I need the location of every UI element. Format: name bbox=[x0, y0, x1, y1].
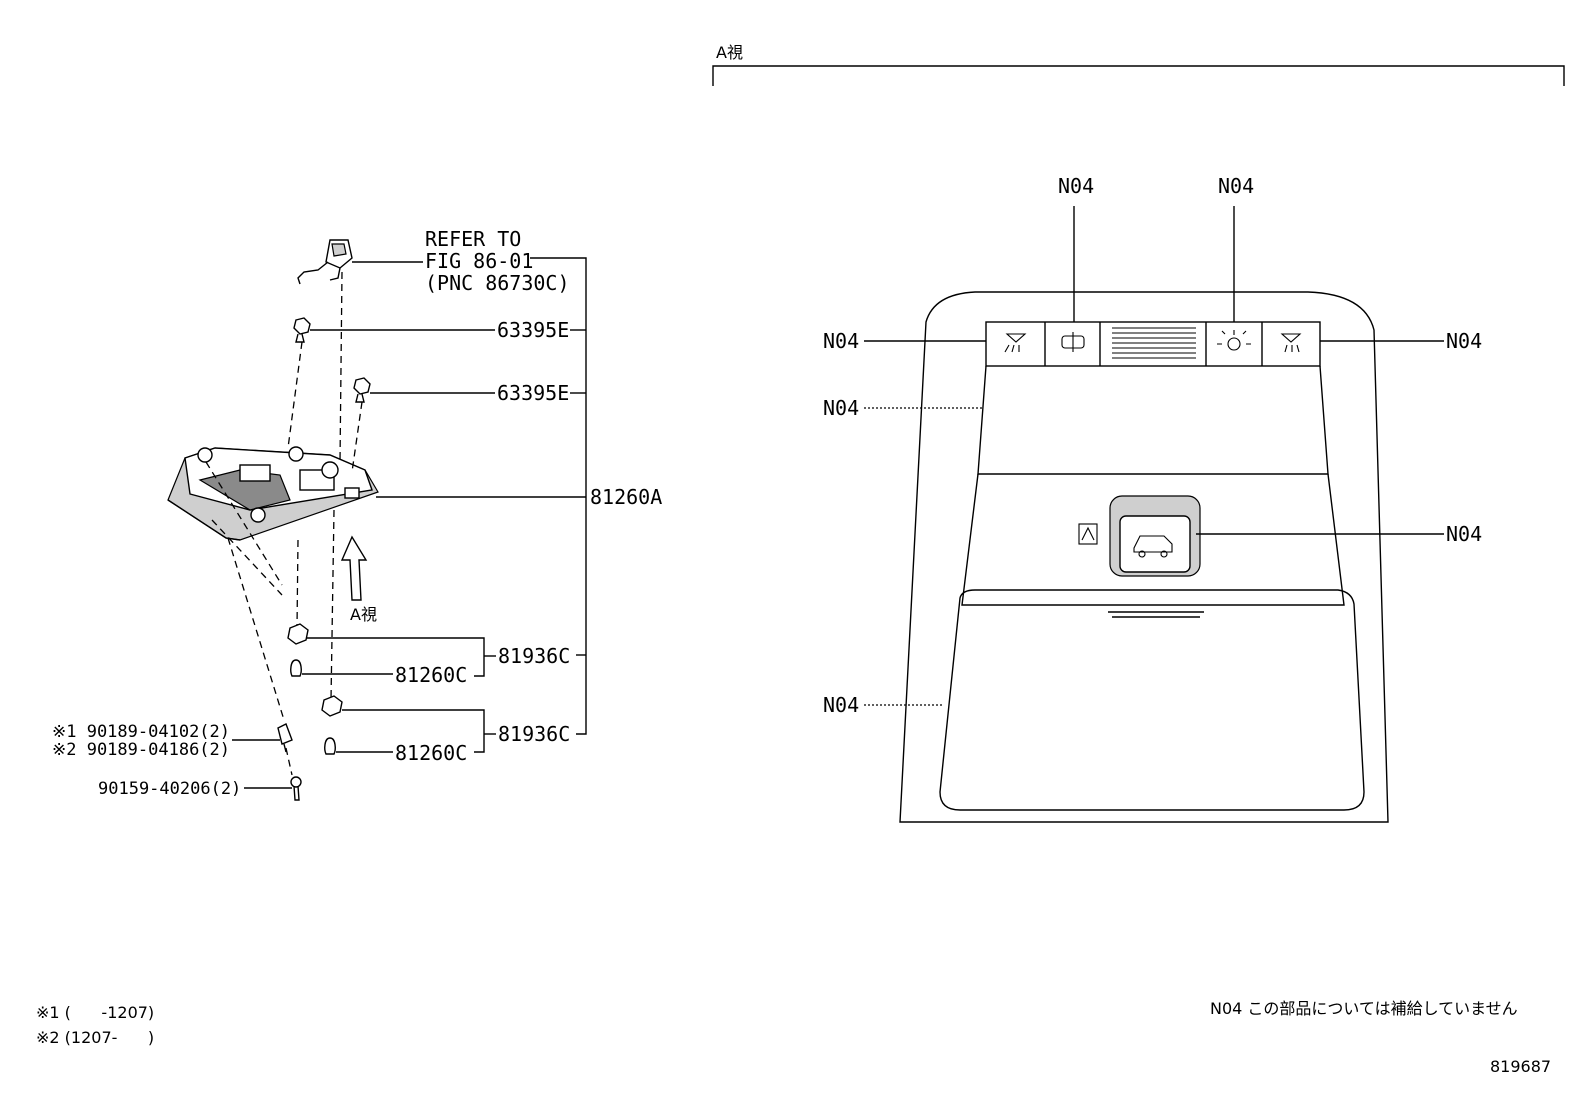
n04-label-6: N04 bbox=[1446, 522, 1482, 546]
exploded-view: A視 bbox=[167, 239, 379, 801]
bulb-b-label: 81260C bbox=[395, 741, 467, 765]
console-housing bbox=[899, 291, 1389, 823]
center-switch bbox=[1119, 515, 1191, 573]
view-a-arrow bbox=[340, 535, 368, 601]
n04-label-2: N04 bbox=[1218, 174, 1254, 198]
small-lamp-icon bbox=[1078, 523, 1098, 545]
lid-handle bbox=[1108, 611, 1204, 618]
lamp-assy-label: 81260A bbox=[590, 485, 662, 509]
socket-b-label: 81936C bbox=[498, 722, 570, 746]
n04-label-1: N04 bbox=[1058, 174, 1094, 198]
clip-upper-label: 63395E bbox=[497, 318, 569, 342]
clip-upper bbox=[293, 317, 311, 343]
screw bbox=[290, 776, 302, 801]
n04-label-4: N04 bbox=[1446, 329, 1482, 353]
n04-label-7: N04 bbox=[823, 693, 859, 717]
map-lamp-left-icon bbox=[1004, 333, 1027, 353]
view-a-arrow-label: A視 bbox=[350, 605, 377, 624]
screw-clip bbox=[277, 723, 293, 753]
vehicle-icon bbox=[1133, 535, 1173, 558]
refer-label-line1: REFER TO bbox=[425, 227, 521, 251]
room-lamp-icon bbox=[1217, 330, 1251, 351]
sunglass-holder-lid bbox=[939, 589, 1365, 811]
vent-grille bbox=[1112, 327, 1196, 359]
upper-lens bbox=[977, 365, 1329, 475]
socket-a-label: 81936C bbox=[498, 644, 570, 668]
screw-1-label: ※1 90189-04102(2) bbox=[52, 722, 230, 742]
lamp-assembly bbox=[167, 446, 379, 541]
socket-b bbox=[321, 695, 343, 717]
bulb-a-label: 81260C bbox=[395, 663, 467, 687]
bulb-b bbox=[324, 737, 336, 755]
clip-lower bbox=[353, 377, 371, 403]
view-a-title: A視 bbox=[716, 43, 743, 62]
n04-label-3: N04 bbox=[823, 329, 859, 353]
figure-number: 819687 bbox=[1490, 1057, 1551, 1076]
n04-note: N04 この部品については補給していません bbox=[1210, 999, 1518, 1018]
harness-connector bbox=[297, 239, 353, 285]
refer-label-line3: (PNC 86730C) bbox=[425, 271, 570, 295]
screw-2-label: ※2 90189-04186(2) bbox=[52, 740, 230, 760]
n04-label-5: N04 bbox=[823, 396, 859, 420]
switch-strip bbox=[985, 321, 1321, 367]
footnote-2: ※2 (1207- ) bbox=[36, 1028, 154, 1047]
leader-lines-left bbox=[232, 257, 587, 789]
refer-label-line2: FIG 86-01 bbox=[425, 249, 533, 273]
clip-lower-label: 63395E bbox=[497, 381, 569, 405]
view-a-drawing bbox=[899, 291, 1389, 823]
footnote-1: ※1 ( -1207) bbox=[36, 1003, 154, 1022]
leader-lines-right bbox=[864, 206, 1444, 706]
view-a-bracket bbox=[712, 65, 1565, 86]
bulb-a bbox=[290, 659, 302, 677]
door-switch-icon bbox=[1061, 332, 1085, 352]
screw-3-label: 90159-40206(2) bbox=[98, 779, 241, 799]
map-lamp-right-icon bbox=[1280, 333, 1302, 353]
socket-a bbox=[287, 623, 309, 645]
